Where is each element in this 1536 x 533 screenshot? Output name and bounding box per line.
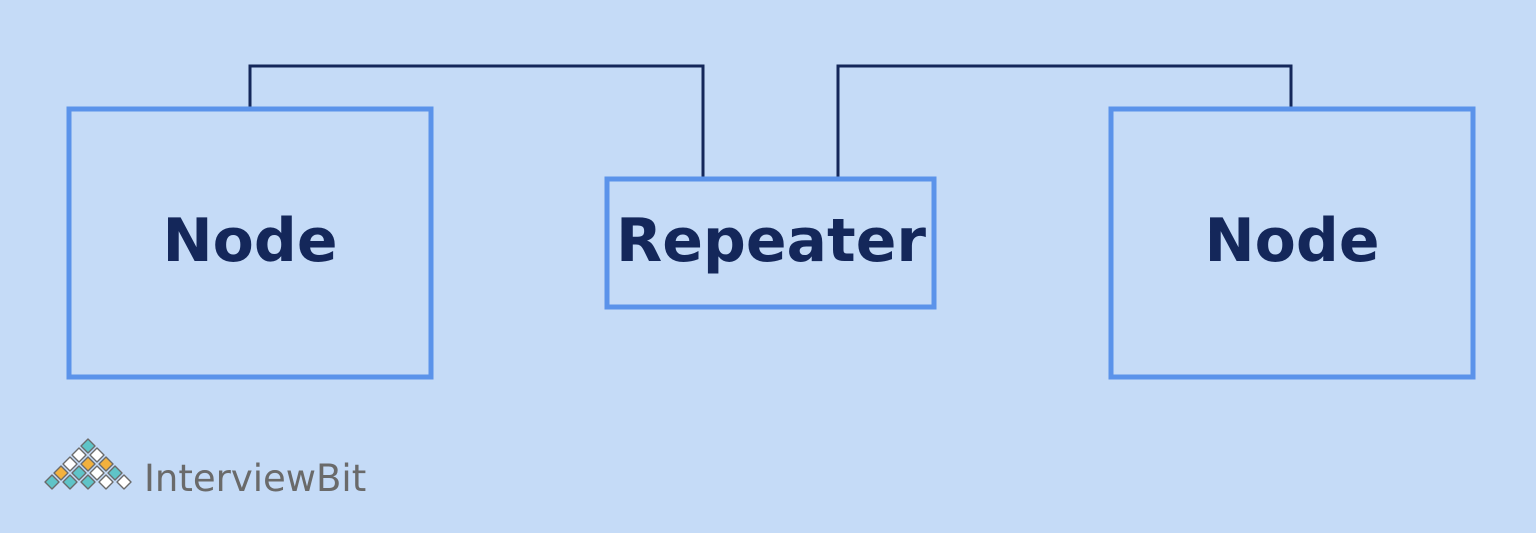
repeater-label: Repeater — [616, 206, 926, 276]
repeater-box: Repeater — [604, 176, 937, 310]
repeater-box-border — [604, 176, 937, 310]
node-box-left: Node — [66, 106, 434, 380]
connector-repeater-to-right-node — [836, 64, 1293, 178]
logo-wordmark: InterviewBit — [144, 457, 366, 500]
node-label-right: Node — [1204, 206, 1379, 276]
node-box-right: Node — [1108, 106, 1476, 380]
diamond-grid-logo-icon — [44, 438, 132, 490]
interviewbit-logo: InterviewBit — [44, 438, 366, 500]
connector-left-node-to-repeater — [248, 64, 705, 178]
node-label-left: Node — [162, 206, 337, 276]
node-box-left-border — [66, 106, 434, 380]
node-box-right-border — [1108, 106, 1476, 380]
